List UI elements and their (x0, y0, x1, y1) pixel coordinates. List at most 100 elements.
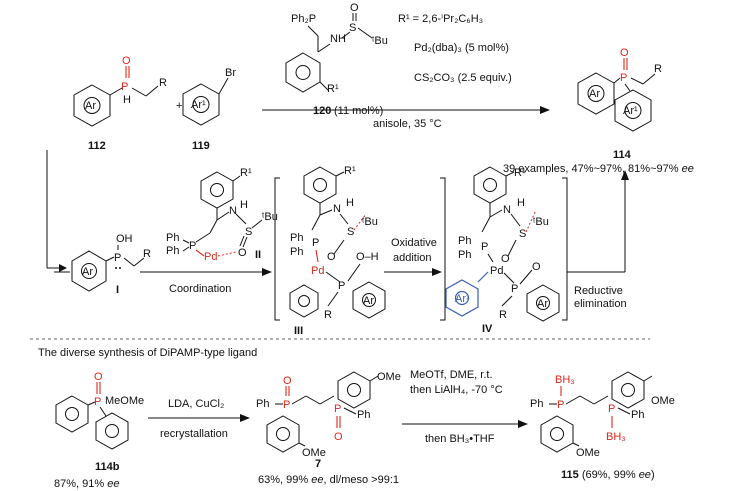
step1-process: recrystallation (160, 428, 228, 440)
step2-reagent-3: then BH₃•THF (425, 433, 495, 445)
down-arrow-head (59, 264, 67, 272)
reductive-arrow-head (621, 170, 629, 180)
tert-butyl-label: ᵗBu (372, 35, 388, 47)
r-group: R (324, 309, 332, 321)
methoxy-label: OMe (377, 371, 401, 383)
phenyl-label: Ph (458, 235, 471, 247)
ligand-120-label: 120 (313, 105, 331, 117)
oxygen-atom: O (283, 375, 292, 387)
compound-112-label: 112 (88, 140, 106, 152)
yield-114b: 87%, 91% ee (54, 478, 119, 490)
plus-sign: + (176, 100, 182, 112)
tert-butyl-label: ᵗBu (362, 216, 378, 228)
hydrogen-atom: H (240, 199, 248, 211)
aryl1-label: Ar¹ (455, 293, 470, 305)
phenyl-label: Ph (631, 409, 644, 421)
step1-arrow-head (240, 414, 250, 422)
coordination-arrow-head (262, 268, 272, 276)
section-heading: The diverse synthesis of DiPAMP-type lig… (38, 347, 257, 359)
phosphorus-atom: P (189, 240, 196, 252)
ligand-120-structure: Ph₂P NH S O ᵗBu R¹ (285, 2, 388, 95)
borane-group: BH₃ (606, 431, 626, 443)
phosphorus-atom: P (121, 81, 128, 93)
nitrogen-atom: N (503, 204, 511, 216)
sulfinyl-oxygen: O (238, 247, 247, 259)
intermediate-IV-label: IV (482, 323, 493, 335)
palladium-catalyst: Pd₂(dba)₃ (5 mol%) (414, 42, 509, 54)
r-group: R (143, 248, 151, 260)
base-reagent: CS₂CO₃ (2.5 equiv.) (414, 72, 512, 84)
phosphorus-atom: P (338, 280, 345, 292)
bracket-right (562, 177, 568, 321)
phosphorus-atom: P (511, 283, 518, 295)
compound-114b-structure: P O MeOMe (55, 371, 144, 450)
yield-7: 63%, 99% ee, dl/meso >99:1 (258, 474, 399, 486)
aryl-label: Ar (589, 88, 600, 100)
ligand-II-structure: R¹ N H S ᵗBu O Ph Ph P Pd (166, 167, 278, 263)
hydroxyl-group: O–H (356, 251, 379, 263)
aryl1-label: Ar¹ (623, 105, 638, 117)
nitrogen-atom: N (333, 203, 341, 215)
compound-119-structure: Ar¹ Br (182, 67, 236, 126)
solvent-conditions: anisole, 35 °C (373, 118, 442, 130)
palladium-atom: Pd (490, 265, 503, 277)
r1-group: R¹ (327, 83, 339, 95)
methoxy-label: OMe (651, 395, 675, 407)
phenyl-label: Ph (290, 232, 303, 244)
compound-114-structure: Ar P O R Ar¹ (577, 47, 662, 132)
tert-butyl-label: ᵗBu (533, 216, 549, 228)
compound-7-structure: Ph P O P O Ph OMe OMe (256, 371, 401, 459)
diphenylphosphino-label: Ph₂P (291, 13, 316, 25)
oxidative-label-2: addition (393, 252, 432, 264)
nh-group: NH (330, 33, 346, 45)
step2-reagent-1: MeOTf, DME, r.t. (410, 369, 493, 381)
phosphorus-atom: P (557, 399, 564, 411)
methyl-methoxy-label: MeOMe (105, 395, 144, 407)
oxygen-atom: O (334, 431, 343, 443)
oxygen-atom: O (94, 371, 103, 383)
phosphorus-atom: P (620, 72, 627, 84)
compound-114b-label: 114b (95, 461, 120, 473)
phenyl-label: Ph (458, 249, 471, 261)
oxygen-atom: O (327, 251, 336, 263)
palladium-atom: Pd (311, 265, 324, 277)
r-group: R (654, 63, 662, 75)
phenyl-label: Ph (166, 245, 179, 257)
sulfinyl-oxygen: O (350, 2, 359, 14)
step1-reagent: LDA, CuCl₂ (168, 398, 224, 410)
intermediate-III-label: III (294, 325, 303, 337)
r1-group: R¹ (514, 167, 526, 179)
tert-butyl-label: ᵗBu (262, 211, 278, 223)
compound-115-structure: Ph P BH₃ P BH₃ Ph OMe OMe (530, 371, 675, 459)
borane-group: BH₃ (555, 374, 575, 386)
phosphorus-atom: P (334, 403, 341, 415)
bracket-mid-right (440, 177, 446, 321)
r1-group: R¹ (240, 167, 252, 179)
phosphorus-atom: P (114, 252, 121, 264)
phosphorus-atom: P (481, 241, 488, 253)
aryl-label: Ar (82, 266, 93, 278)
palladium-atom: Pd (204, 251, 217, 263)
phenyl-label: Ph (530, 398, 543, 410)
reductive-label-1: Reductive (574, 285, 623, 297)
phenyl-label: Ph (166, 232, 179, 244)
hydrogen-atom: H (517, 197, 525, 209)
phosphorus-atom: P (312, 237, 319, 249)
oxygen-atom: O (501, 253, 510, 265)
sulfur-atom: S (347, 226, 354, 238)
hydrogen-atom: H (123, 94, 131, 106)
reductive-label-2: elimination (574, 298, 627, 310)
methoxy-label: OMe (302, 447, 326, 459)
scope-result: 39 examples, 47%~97%, 81%~97% ee (503, 163, 694, 175)
intermediate-III-structure: R¹ N H S ᵗBu Ph Ph P Pd O O–H P R Ar (289, 165, 386, 321)
r1-definition: R¹ = 2,6-ⁱPr₂C₆H₃ (398, 13, 483, 25)
r-group: R (499, 309, 507, 321)
bromine-atom: Br (225, 67, 236, 79)
coordination-label: Coordination (169, 283, 231, 295)
r-group: R (159, 77, 167, 89)
aryl-label: Ar (85, 100, 96, 112)
sulfur-atom: S (245, 226, 252, 238)
ligand-120-loading: (11 mol%) (334, 105, 383, 117)
intermediate-I-label: I (116, 284, 119, 296)
main-arrow-head (540, 106, 550, 114)
